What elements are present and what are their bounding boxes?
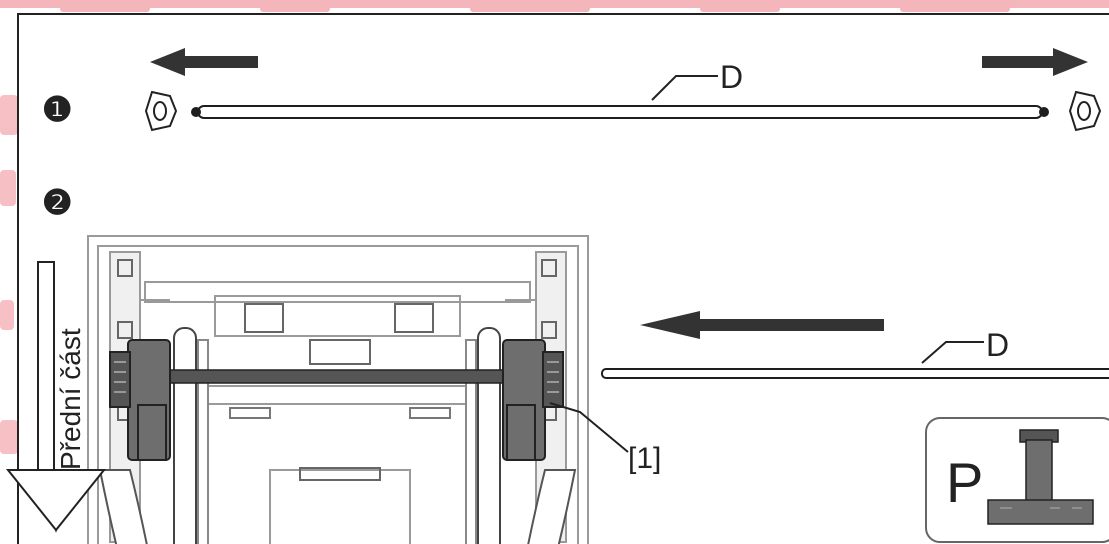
rod-installed [164,369,511,384]
rod-d-bottom [601,368,1109,379]
callout-1-label: [1] [628,442,661,475]
callout-1-leader [549,402,629,453]
watermark-left [0,95,18,454]
arrow-insert-icon [640,311,884,339]
mount-left [109,339,171,461]
arrow-right-icon [982,48,1088,76]
hex-nut-icon [1068,90,1102,132]
step-2-number: ❷ [42,184,72,222]
figure-frame [17,13,1109,544]
watermark-strip [0,0,1109,12]
rod-d-bottom-leader [921,341,984,364]
front-direction-label: Přední část [55,328,86,470]
parking-letter: P [946,451,983,514]
rod-d-top-leader [651,75,718,101]
wheels [98,469,577,544]
rod-d-top-label: D [720,59,743,95]
down-arrow-icon [5,261,107,533]
stand-icon [987,429,1094,525]
arrow-left-icon [150,48,258,76]
machine-tubes [173,327,501,544]
rod-d-bottom-label: D [986,327,1009,363]
hex-nut-icon [144,90,178,132]
parking-stand-badge: P [925,417,1109,543]
mount-right [502,339,564,461]
rod-d-top [191,105,1049,119]
step-1-number: ❶ [42,91,72,129]
